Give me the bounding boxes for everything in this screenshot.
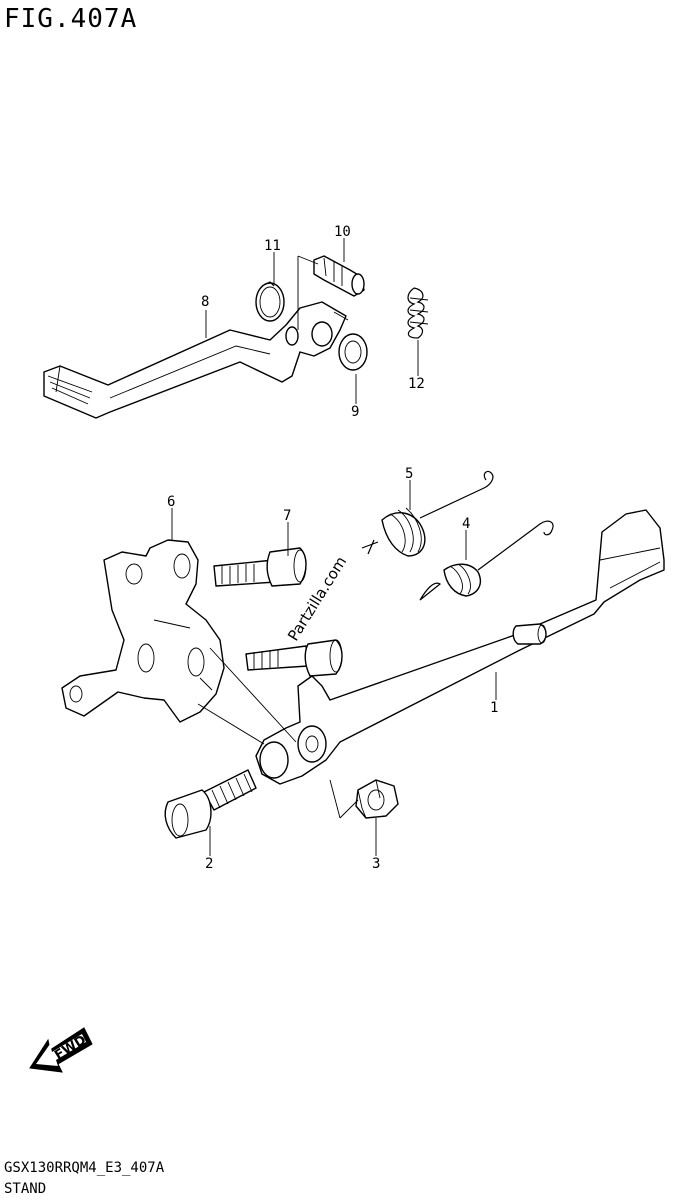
callout-4: 4 xyxy=(462,516,470,532)
stand-bolt[interactable] xyxy=(164,769,257,839)
bracket-bolt-lower[interactable] xyxy=(245,639,343,677)
stand-bracket[interactable] xyxy=(61,539,225,723)
return-spring[interactable] xyxy=(407,287,429,339)
callout-7: 7 xyxy=(283,508,291,524)
callout-11: 11 xyxy=(264,238,281,254)
circlip[interactable] xyxy=(255,281,285,322)
side-stand[interactable] xyxy=(255,509,665,785)
washer[interactable] xyxy=(338,333,368,371)
callout-2: 2 xyxy=(205,856,213,872)
fwd-arrow-icon: FWD xyxy=(29,1027,93,1073)
callout-6: 6 xyxy=(167,494,175,510)
callout-5: 5 xyxy=(405,466,413,482)
pivot-bolt[interactable] xyxy=(313,255,365,297)
callout-8: 8 xyxy=(201,294,209,310)
callout-12: 12 xyxy=(408,376,425,392)
model-code: GSX130RRQM4_E3_407A xyxy=(4,1160,165,1176)
figure-title: FIG.407A xyxy=(4,4,138,34)
callout-leaders xyxy=(171,238,497,856)
bracket-bolt[interactable] xyxy=(213,547,307,587)
shift-lever[interactable] xyxy=(43,301,349,419)
section-name: STAND xyxy=(4,1181,47,1197)
nut[interactable] xyxy=(355,779,399,819)
callout-9: 9 xyxy=(351,404,359,420)
callout-1: 1 xyxy=(490,700,498,716)
spring-inner[interactable] xyxy=(419,520,554,601)
spring-outer[interactable] xyxy=(361,470,494,557)
callout-3: 3 xyxy=(372,856,380,872)
callout-10: 10 xyxy=(334,224,351,240)
